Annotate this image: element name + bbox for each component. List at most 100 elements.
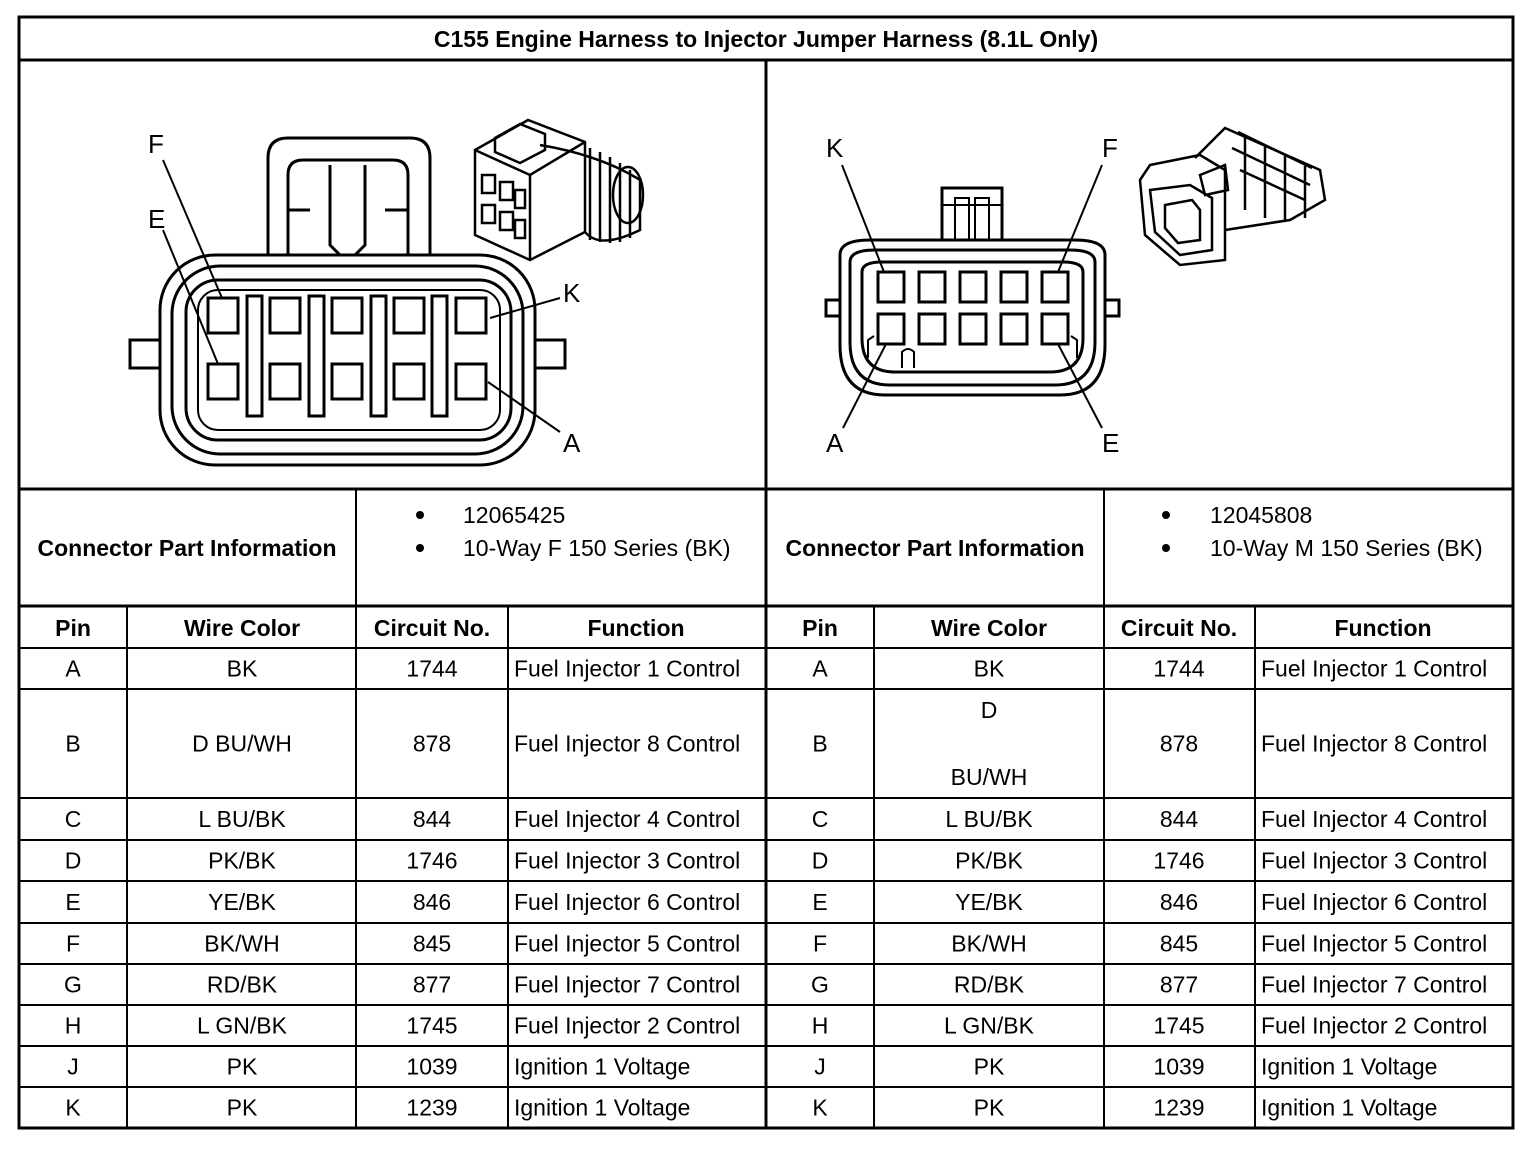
right-cell-pin: H: [812, 1013, 829, 1039]
left-cell-wire-color: RD/BK: [207, 972, 278, 998]
left-cell-circuit: 844: [413, 806, 452, 832]
left-part-desc: 10-Way F 150 Series (BK): [463, 535, 731, 561]
left-cell-function: Fuel Injector 2 Control: [514, 1013, 740, 1039]
right-cell-wire-color: RD/BK: [954, 972, 1025, 998]
right-cell-pin: D: [812, 848, 829, 874]
bullet-icon: [1162, 544, 1170, 552]
left-cell-wire-color: PK: [227, 1095, 258, 1121]
left-cell-wire-color: YE/BK: [208, 889, 276, 915]
left-cell-function: Ignition 1 Voltage: [514, 1054, 690, 1080]
col-header-pin: Pin: [802, 615, 838, 641]
right-connector-face: [824, 164, 1121, 429]
left-connector-face: [128, 136, 567, 467]
left-cell-circuit: 1745: [406, 1013, 457, 1039]
right-cell-function: Fuel Injector 4 Control: [1261, 806, 1487, 832]
right-cell-wire-color: PK: [974, 1054, 1005, 1080]
left-callout-k: K: [563, 278, 581, 308]
right-cell-pin: B: [812, 731, 827, 757]
left-part-info-label: Connector Part Information: [37, 535, 336, 561]
left-cell-circuit: 846: [413, 889, 451, 915]
right-cell-function: Fuel Injector 5 Control: [1261, 931, 1487, 957]
left-part-number: 12065425: [463, 502, 565, 528]
right-part-desc: 10-Way M 150 Series (BK): [1210, 535, 1483, 561]
right-cell-wire-color: L GN/BK: [944, 1013, 1035, 1039]
right-cell-function: Ignition 1 Voltage: [1261, 1054, 1437, 1080]
right-cell-wire-color: BK/WH: [951, 931, 1026, 957]
left-cell-pin: B: [65, 731, 80, 757]
right-cell-circuit: 877: [1160, 972, 1198, 998]
left-cell-pin: H: [65, 1013, 82, 1039]
right-part-number: 12045808: [1210, 502, 1312, 528]
right-cell-circuit: 844: [1160, 806, 1199, 832]
left-cell-circuit: 1746: [406, 848, 457, 874]
right-cell-wire-color: BK: [974, 656, 1005, 682]
right-callout-f: F: [1102, 133, 1118, 163]
right-cell-wire-color: YE/BK: [955, 889, 1023, 915]
left-cell-circuit: 1239: [406, 1095, 457, 1121]
col-header-circuit: Circuit No.: [374, 615, 490, 641]
right-callout-a: A: [826, 428, 844, 458]
left-cell-function: Fuel Injector 3 Control: [514, 848, 740, 874]
col-header-function: Function: [1334, 615, 1431, 641]
col-header-wire-color: Wire Color: [931, 615, 1047, 641]
right-cell-function: Fuel Injector 7 Control: [1261, 972, 1487, 998]
left-cell-pin: J: [67, 1054, 79, 1080]
left-cell-function: Fuel Injector 7 Control: [514, 972, 740, 998]
left-cell-pin: A: [65, 656, 81, 682]
left-cell-pin: C: [65, 806, 82, 832]
left-cell-wire-color: BK/WH: [204, 931, 279, 957]
right-callout-e: E: [1102, 428, 1119, 458]
page-title: C155 Engine Harness to Injector Jumper H…: [434, 26, 1098, 52]
left-cell-circuit: 1744: [406, 656, 457, 682]
right-cell-circuit: 1744: [1153, 656, 1204, 682]
right-cell-function: Fuel Injector 6 Control: [1261, 889, 1487, 915]
right-cell-function: Fuel Injector 8 Control: [1261, 731, 1487, 757]
col-header-function: Function: [587, 615, 684, 641]
right-cell-pin: F: [813, 931, 827, 957]
left-column-headers: Pin Wire Color Circuit No. Function: [55, 615, 684, 641]
right-cell-wire-color: PK/BK: [955, 848, 1023, 874]
left-cell-wire-color: PK: [227, 1054, 258, 1080]
left-cell-pin: E: [65, 889, 80, 915]
right-cell-pin: J: [814, 1054, 826, 1080]
col-header-circuit: Circuit No.: [1121, 615, 1237, 641]
right-cell-circuit: 1239: [1153, 1095, 1204, 1121]
right-cell-circuit: 1745: [1153, 1013, 1204, 1039]
left-cell-function: Fuel Injector 5 Control: [514, 931, 740, 957]
bullet-icon: [416, 511, 424, 519]
left-cell-wire-color: L GN/BK: [197, 1013, 288, 1039]
table-grid: [17, 15, 1515, 1130]
bullet-icon: [416, 544, 424, 552]
right-part-info: 12045808 10-Way M 150 Series (BK): [1162, 502, 1483, 561]
left-cell-circuit: 877: [413, 972, 451, 998]
right-callout-k: K: [826, 133, 844, 163]
left-cell-function: Ignition 1 Voltage: [514, 1095, 690, 1121]
bullet-icon: [1162, 511, 1170, 519]
left-callout-f: F: [148, 129, 164, 159]
right-cell-circuit: 846: [1160, 889, 1198, 915]
left-callout-a: A: [563, 428, 581, 458]
left-cell-wire-color: BK: [227, 656, 258, 682]
right-connector-iso-icon: [1138, 126, 1327, 267]
col-header-wire-color: Wire Color: [184, 615, 300, 641]
col-header-pin: Pin: [55, 615, 91, 641]
left-connector-iso-icon: [473, 118, 645, 262]
